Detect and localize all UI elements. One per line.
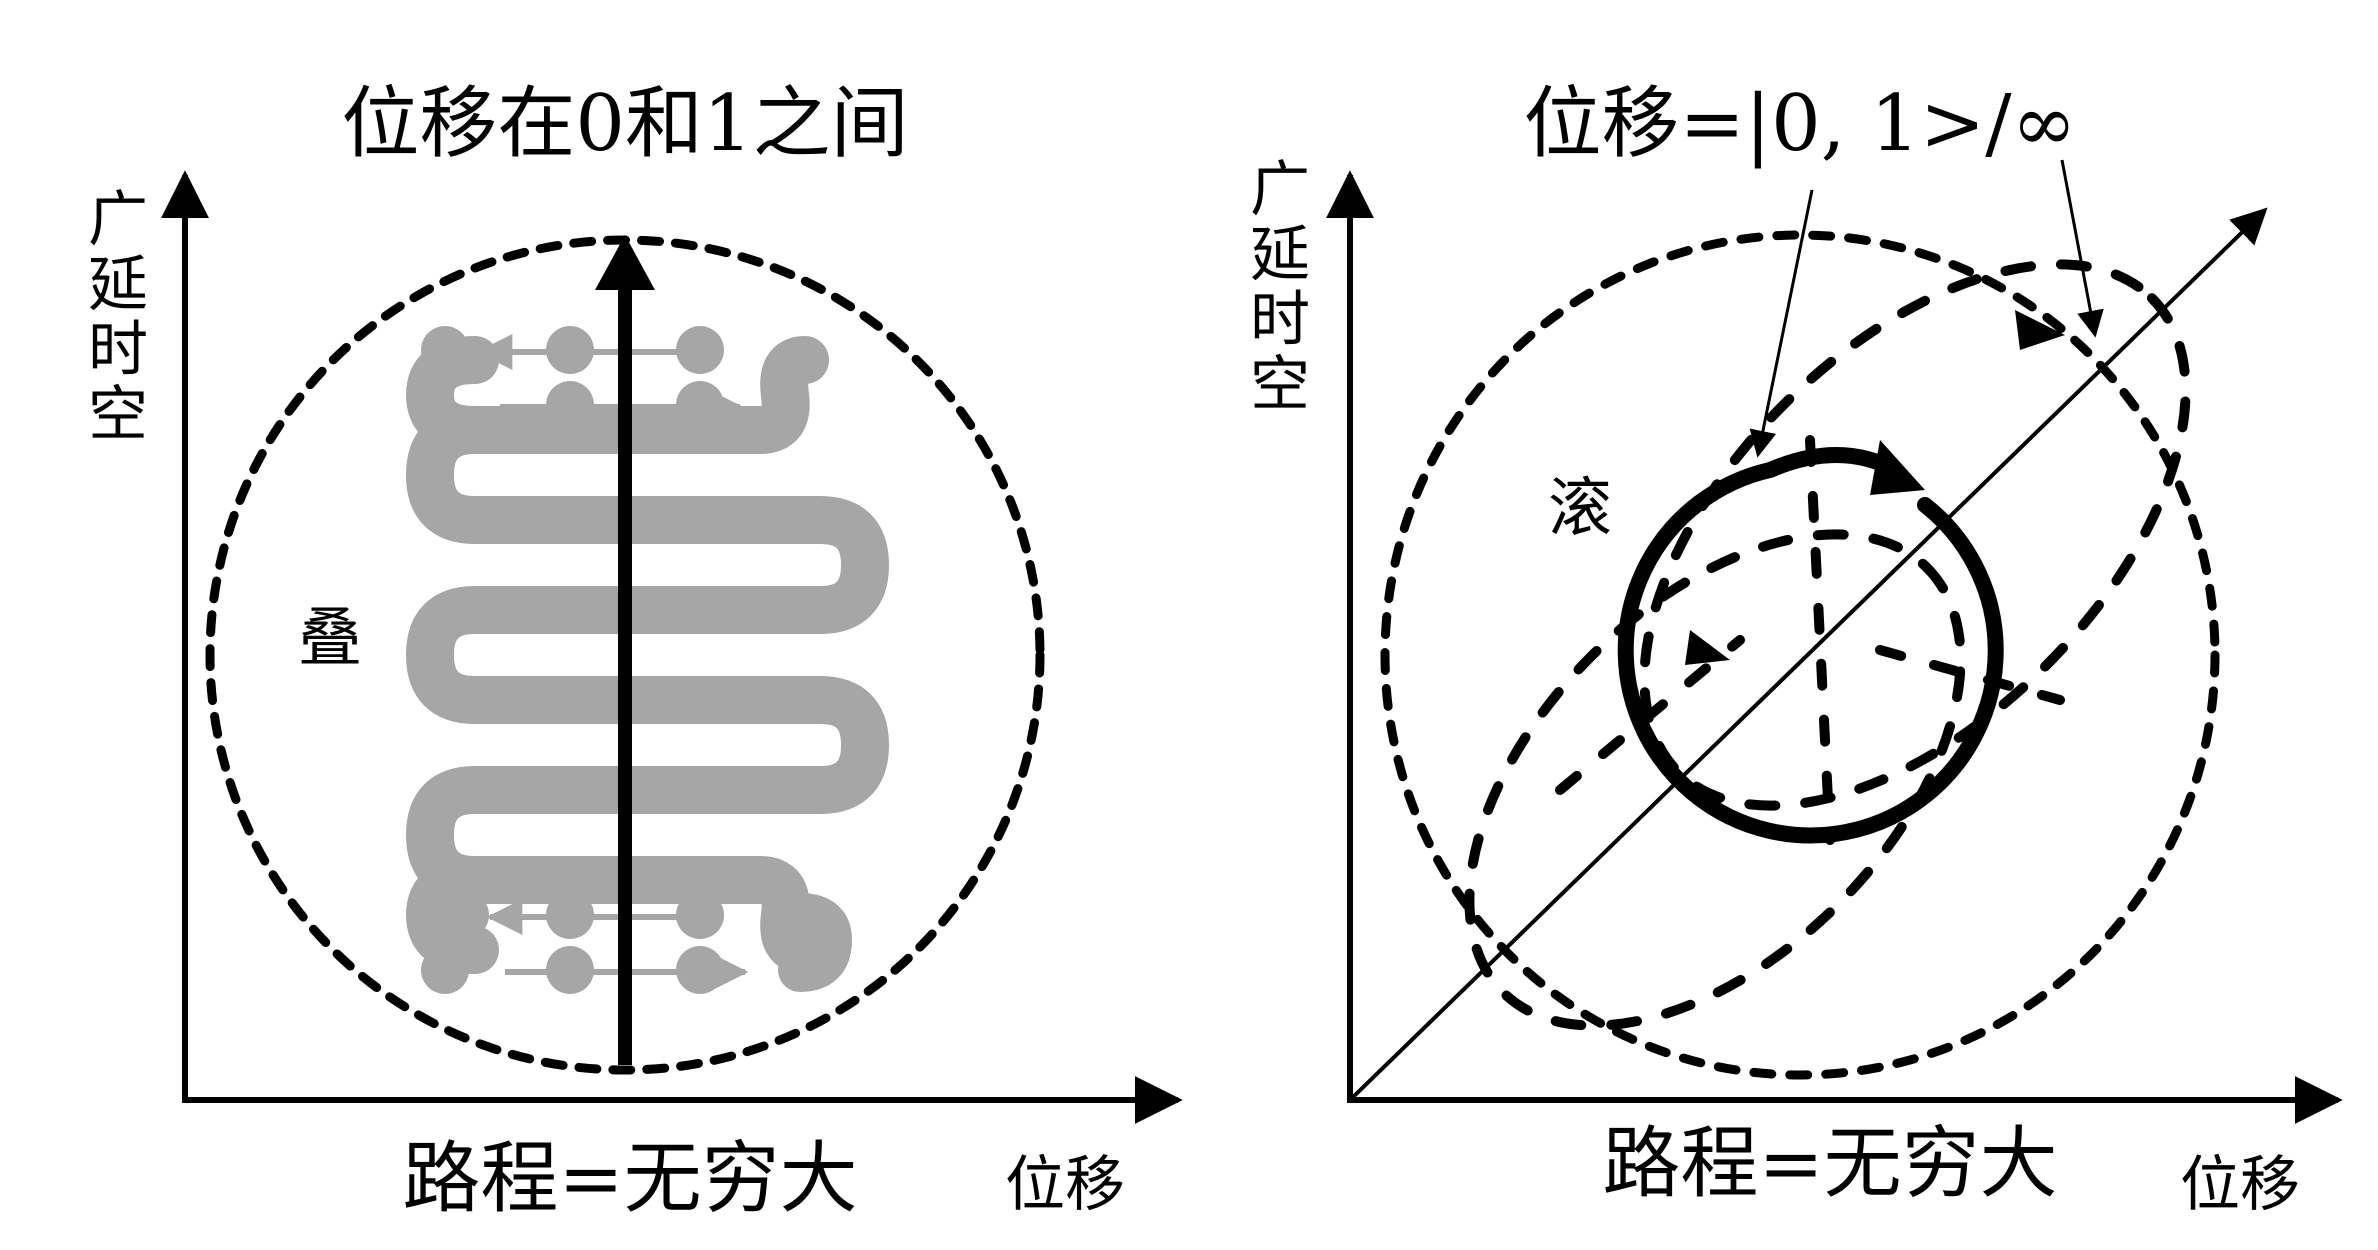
grey-dot	[421, 326, 469, 374]
left-y-label-char: 时	[88, 315, 148, 385]
loop-arrowhead	[1685, 630, 1730, 665]
grey-dot	[421, 946, 469, 994]
left-y-label-char: 广	[88, 185, 148, 255]
right-y-label-char: 广	[1250, 155, 1310, 225]
tilted-dashed-loop	[1639, 259, 2191, 811]
left-panel: 位移在0和1之间 广 延 时 空 位移 路程=无穷大	[88, 79, 1183, 1224]
pointer-line	[2060, 159, 2104, 338]
grey-dot	[441, 891, 489, 939]
pointer-line	[1749, 189, 1814, 458]
serpentine-path	[406, 336, 889, 974]
rolling-circle-arrowhead	[1870, 440, 1925, 495]
serpentine-cap	[405, 856, 499, 974]
right-y-label-char: 空	[1250, 350, 1310, 420]
outer-dashed-circle	[1380, 230, 2220, 1080]
center-arrow-head	[595, 235, 655, 290]
left-x-label: 位移	[1005, 1150, 1125, 1220]
right-x-label: 位移	[2180, 1150, 2300, 1220]
inner-dashed-line	[1875, 645, 2065, 705]
right-panel: 位移=|0, 1>/∞ 广 延 时 空 位移 路程=无穷大 滚	[1250, 79, 2343, 1220]
tilted-dashed-loop	[1464, 529, 1966, 1031]
loop-arrowhead	[2015, 310, 2065, 350]
inner-dashed-line	[1805, 435, 1835, 845]
right-bottom-label: 路程=无穷大	[1602, 1119, 2057, 1209]
serpentine-tail	[778, 893, 853, 992]
left-y-label-char: 空	[88, 380, 148, 450]
left-title: 位移在0和1之间	[341, 79, 908, 169]
right-y-label-char: 时	[1250, 285, 1310, 355]
left-bottom-label: 路程=无穷大	[402, 1134, 857, 1224]
left-center-label: 叠	[298, 602, 362, 676]
right-title: 位移=|0, 1>/∞	[1523, 79, 2076, 169]
rolling-circle	[1617, 462, 2004, 844]
inner-dashed-line	[1555, 635, 1745, 795]
right-y-label-char: 延	[1250, 220, 1310, 290]
right-center-label: 滚	[1548, 472, 1612, 546]
left-y-label-char: 延	[88, 250, 148, 320]
